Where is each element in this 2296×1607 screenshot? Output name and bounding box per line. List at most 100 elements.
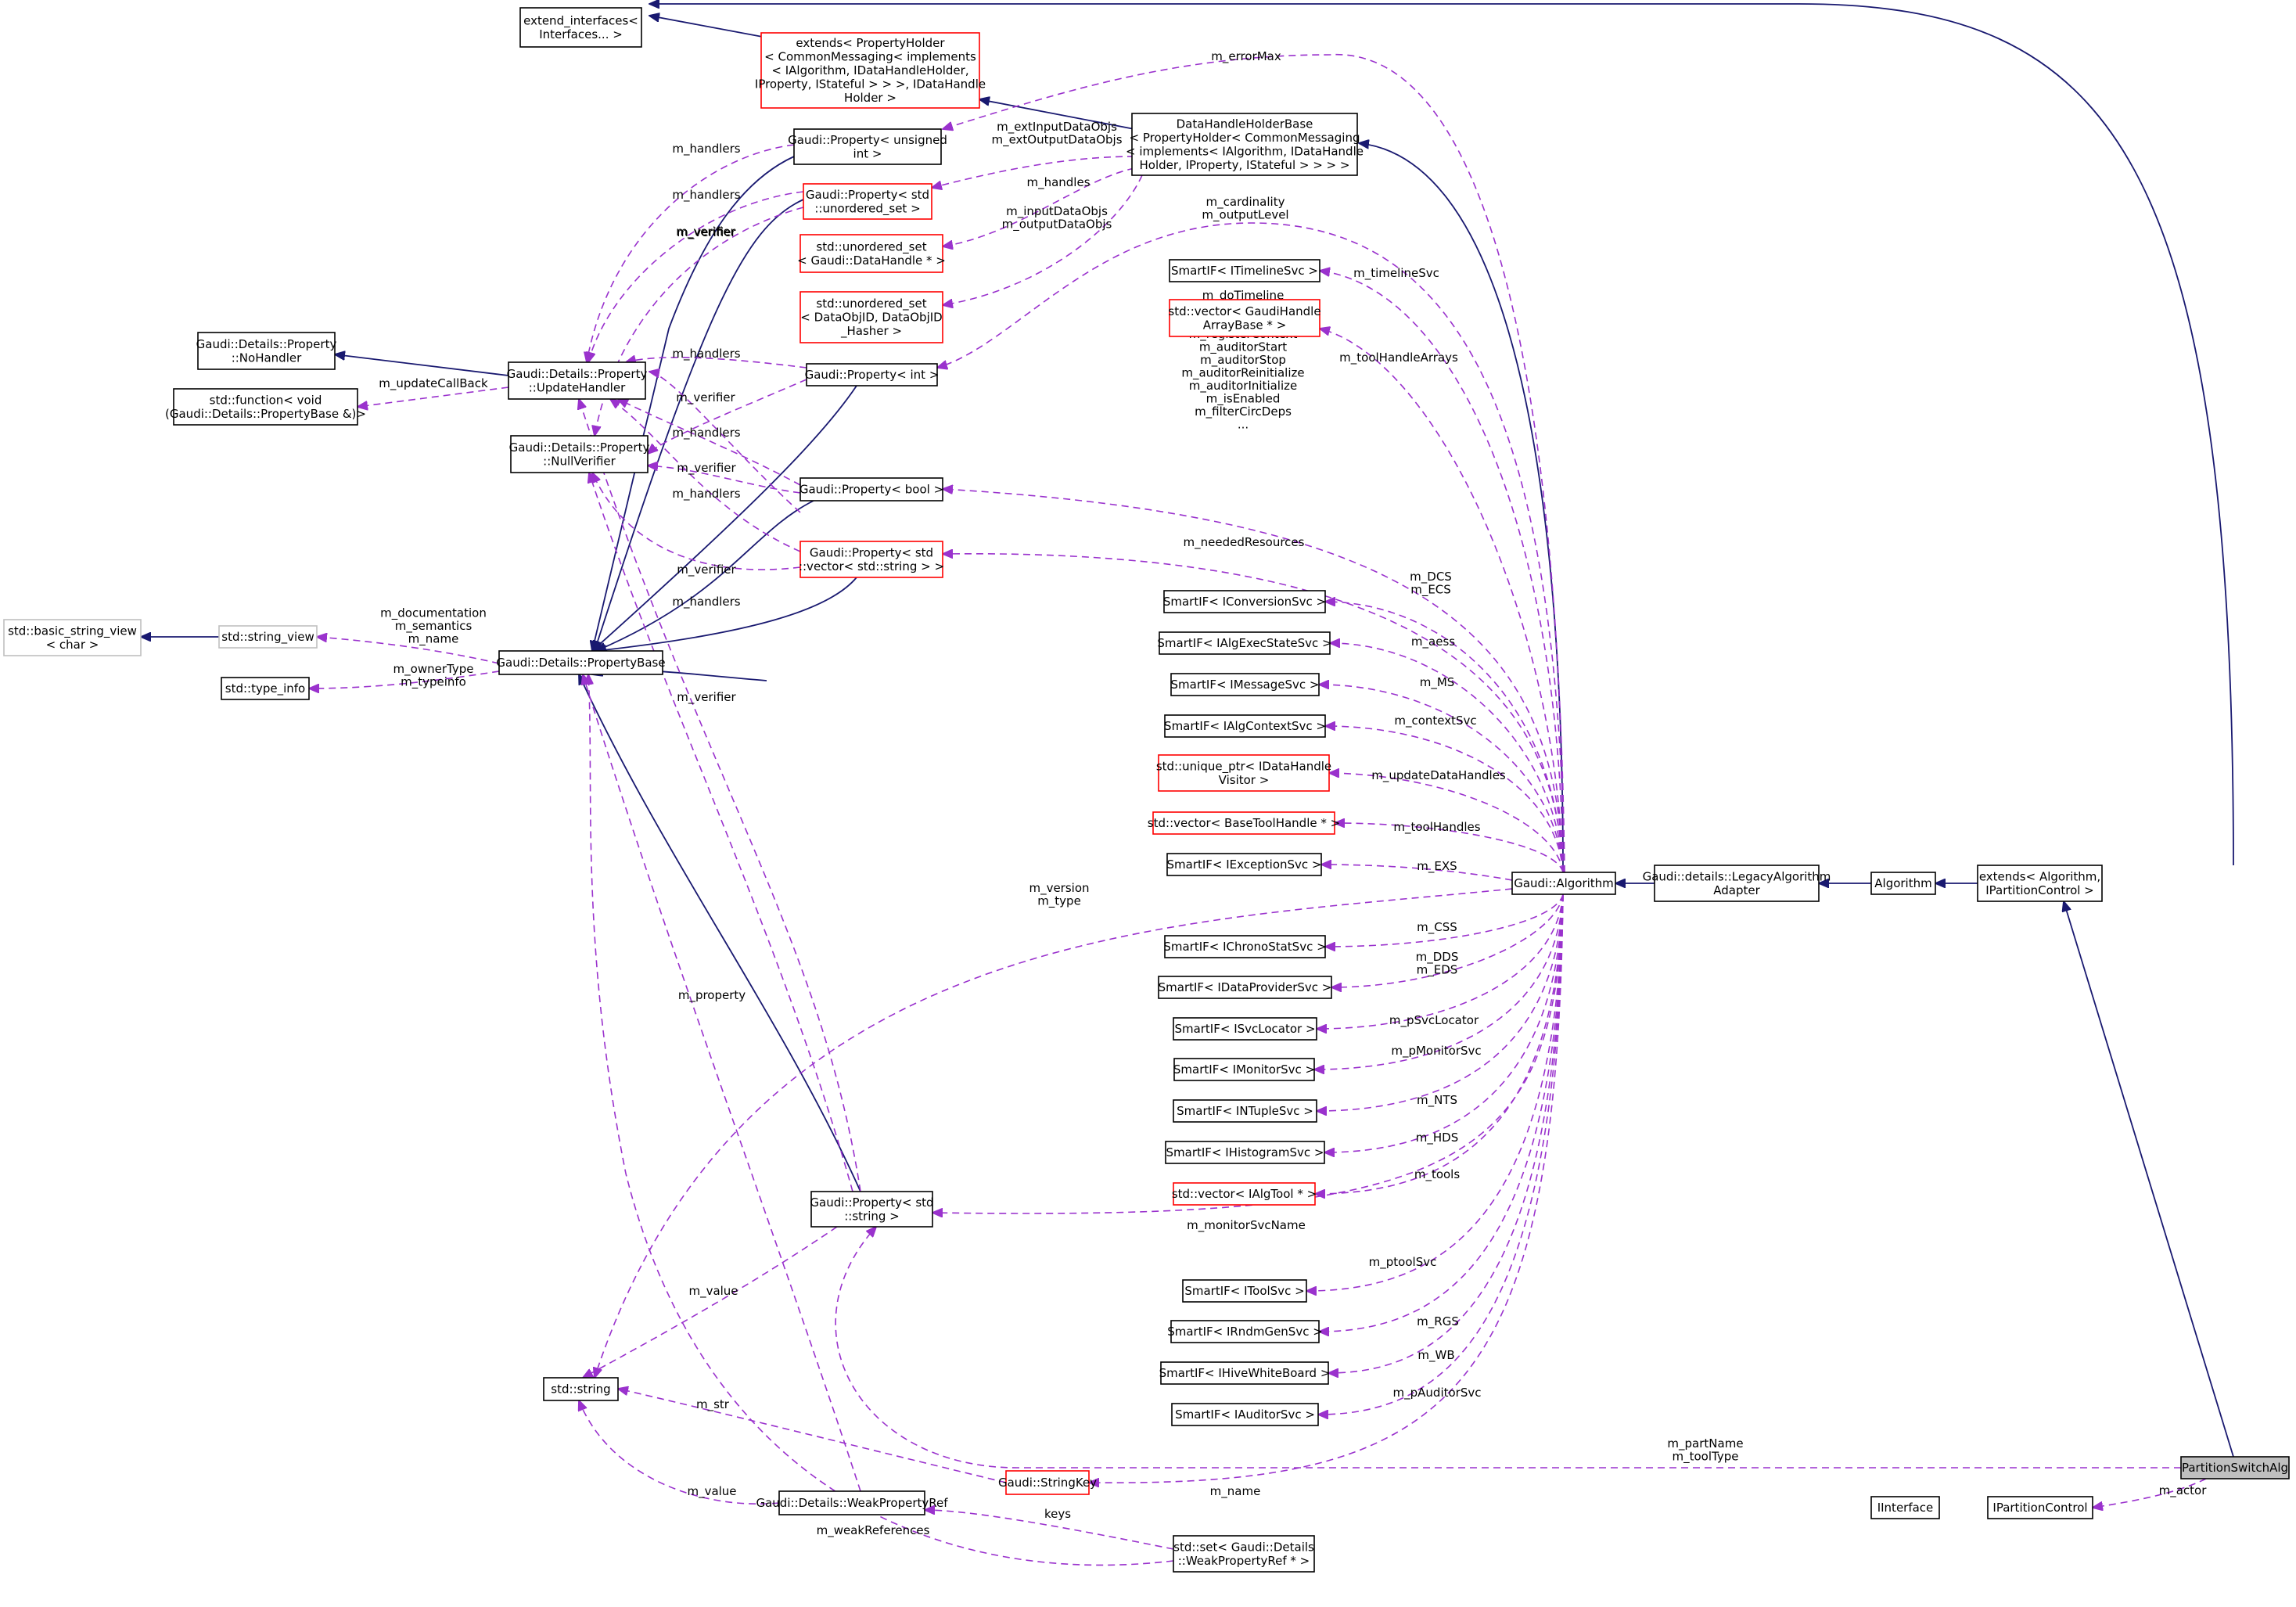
class-node-sMon[interactable]: SmartIF< IMonitorSvc > — [1173, 1058, 1315, 1081]
class-node-sv[interactable]: std::string_view — [218, 625, 318, 649]
class-node-box — [1511, 872, 1616, 895]
class-node-stdstring[interactable]: std::string — [543, 1377, 619, 1401]
class-node-label: SmartIF< IExceptionSvc > — [1167, 857, 1322, 872]
class-node-sAlgExec[interactable]: SmartIF< IAlgExecStateSvc > — [1157, 631, 1332, 655]
class-node-vecAlgTool[interactable]: std::vector< IAlgTool * > — [1172, 1182, 1317, 1206]
edge-label: m_updateCallBack — [379, 376, 488, 391]
usage-edge — [835, 1227, 2181, 1469]
class-node-gAlg[interactable]: Gaudi::Algorithm — [1511, 872, 1616, 895]
edge-label: m_partName — [1667, 1436, 1743, 1451]
edge-label: m_pAuditorSvc — [1393, 1386, 1482, 1400]
class-node-label: Gaudi::Details::PropertyBase — [496, 656, 665, 670]
usage-edge — [932, 893, 1564, 1213]
class-node-sHist[interactable]: SmartIF< IHistogramSvc > — [1165, 1141, 1325, 1164]
class-node-sRndm[interactable]: SmartIF< IRndmGenSvc > — [1167, 1320, 1323, 1343]
class-node-nullVer[interactable]: Gaudi::Details::Property::NullVerifier — [509, 435, 650, 473]
class-node-sAud[interactable]: SmartIF< IAuditorSvc > — [1171, 1403, 1319, 1426]
class-node-sExc[interactable]: SmartIF< IExceptionSvc > — [1166, 853, 1322, 876]
edge-label: m_RGS — [1417, 1314, 1459, 1329]
class-node-propBool[interactable]: Gaudi::Property< bool > — [799, 477, 943, 502]
usage-edge — [943, 167, 1135, 246]
class-node-weakRef[interactable]: Gaudi::Details::WeakPropertyRef — [756, 1490, 948, 1515]
class-node-ipc[interactable]: IPartitionControl — [1987, 1496, 2093, 1519]
class-node-bsv[interactable]: std::basic_string_view< char > — [3, 619, 142, 656]
edge-label: m_handles — [1026, 175, 1090, 190]
usage-edge — [618, 1389, 1007, 1483]
class-node-sTimeline[interactable]: SmartIF< ITimelineSvc > — [1169, 259, 1320, 282]
class-node-stringKey[interactable]: Gaudi::StringKey — [998, 1470, 1097, 1495]
usage-edge — [583, 674, 861, 1492]
class-node-propStr[interactable]: Gaudi::Property< std::string > — [810, 1191, 934, 1228]
class-node-box — [1163, 590, 1326, 613]
class-node-sConv[interactable]: SmartIF< IConversionSvc > — [1163, 590, 1326, 613]
edge-label: m_name — [408, 632, 459, 647]
edge-label: m_ptoolSvc — [1369, 1255, 1437, 1270]
class-node-usetDH[interactable]: std::unordered_set< Gaudi::DataHandle * … — [797, 234, 946, 273]
class-node-box — [221, 677, 310, 700]
class-node-box — [3, 619, 142, 656]
class-node-iif[interactable]: IInterface — [1870, 1496, 1940, 1519]
class-node-box — [1987, 1496, 2093, 1519]
class-node-sHive[interactable]: SmartIF< IHiveWhiteBoard > — [1159, 1361, 1331, 1385]
class-node-box — [1005, 1470, 1090, 1495]
class-node-stdfunc[interactable]: std::function< void(Gaudi::Details::Prop… — [165, 388, 366, 426]
class-node-sMsg[interactable]: SmartIF< IMessageSvc > — [1170, 673, 1320, 696]
class-node-propVec[interactable]: Gaudi::Property< std::vector< std::strin… — [799, 541, 944, 578]
class-node-psa[interactable]: PartitionSwitchAlg — [2180, 1456, 2290, 1479]
class-node-sDataProv[interactable]: SmartIF< IDataProviderSvc > — [1158, 976, 1332, 999]
class-node-algorithm[interactable]: Algorithm — [1870, 872, 1936, 895]
class-node-label: IPartitionControl — [1992, 1501, 2087, 1515]
edge-label: m_neededResources — [1184, 535, 1305, 550]
class-node-sSvcLoc[interactable]: SmartIF< ISvcLocator > — [1173, 1017, 1317, 1041]
class-node-label: SmartIF< ITimelineSvc > — [1171, 264, 1318, 278]
class-node-box — [1170, 1320, 1320, 1343]
class-node-sTool[interactable]: SmartIF< IToolSvc > — [1182, 1279, 1307, 1303]
usage-edge — [1325, 726, 1564, 873]
edge-label: m_outputLevel — [1202, 207, 1288, 222]
class-node-updHandler[interactable]: Gaudi::Details::Property::UpdateHandler — [507, 361, 648, 400]
class-node-box — [498, 650, 663, 675]
class-node-box — [1158, 976, 1332, 999]
class-node-propInt[interactable]: Gaudi::Property< int > — [805, 363, 940, 386]
class-node-dhhb[interactable]: DataHandleHolderBase< PropertyHolder< Co… — [1126, 113, 1364, 176]
usage-edge — [588, 674, 1174, 1566]
edge-label: m_handlers — [672, 188, 740, 203]
class-node-sAlgCtx[interactable]: SmartIF< IAlgContextSvc > — [1164, 714, 1326, 738]
class-node-noHandler[interactable]: Gaudi::Details::Property::NoHandler — [196, 332, 337, 370]
class-node-extPH[interactable]: extends< PropertyHolder< CommonMessaging… — [755, 32, 986, 109]
edge-label: m_cardinality — [1206, 195, 1285, 210]
edge-label: m_handlers — [672, 347, 740, 361]
class-node-label: < DataObjID, DataObjID — [800, 311, 942, 325]
edge-label: m_contextSvc — [1394, 714, 1476, 728]
class-node-label: < CommonMessaging< implements — [764, 50, 976, 64]
class-node-box — [793, 128, 942, 165]
class-node-box — [1164, 714, 1326, 738]
class-node-pbase[interactable]: Gaudi::Details::PropertyBase — [496, 650, 666, 675]
edge-label: m_auditorStart — [1199, 340, 1287, 355]
class-node-extIf[interactable]: extend_interfaces<Interfaces... > — [519, 7, 642, 48]
class-node-label: SmartIF< IRndmGenSvc > — [1167, 1325, 1323, 1339]
class-node-label: std::vector< BaseToolHandle * > — [1148, 816, 1340, 830]
class-node-label: Visitor > — [1219, 773, 1270, 787]
class-node-stdset[interactable]: std::set< Gaudi::Details::WeakPropertyRe… — [1173, 1535, 1315, 1573]
usage-edge — [595, 207, 804, 436]
usage-edge — [1319, 893, 1564, 1332]
class-node-label: std::function< void — [210, 393, 322, 407]
class-node-extAlg[interactable]: extends< Algorithm,IPartitionControl > — [1977, 865, 2103, 902]
class-node-propUset[interactable]: Gaudi::Property< std::unordered_set > — [803, 183, 932, 220]
class-node-typeinfo[interactable]: std::type_info — [221, 677, 310, 700]
class-node-usetID[interactable]: std::unordered_set< DataObjID, DataObjID… — [799, 291, 943, 343]
class-node-sChrono[interactable]: SmartIF< IChronoStatSvc > — [1163, 935, 1327, 958]
class-node-label: SmartIF< IAlgExecStateSvc > — [1157, 636, 1331, 650]
edge-label: m_MS — [1420, 675, 1455, 690]
usage-edge — [1331, 893, 1564, 987]
class-node-vecBTH[interactable]: std::vector< BaseToolHandle * > — [1148, 811, 1340, 835]
class-node-box — [1654, 865, 1820, 902]
class-node-sNTuple[interactable]: SmartIF< INTupleSvc > — [1173, 1099, 1317, 1123]
usage-edge — [618, 399, 801, 486]
class-node-label: SmartIF< IAlgContextSvc > — [1164, 719, 1326, 733]
